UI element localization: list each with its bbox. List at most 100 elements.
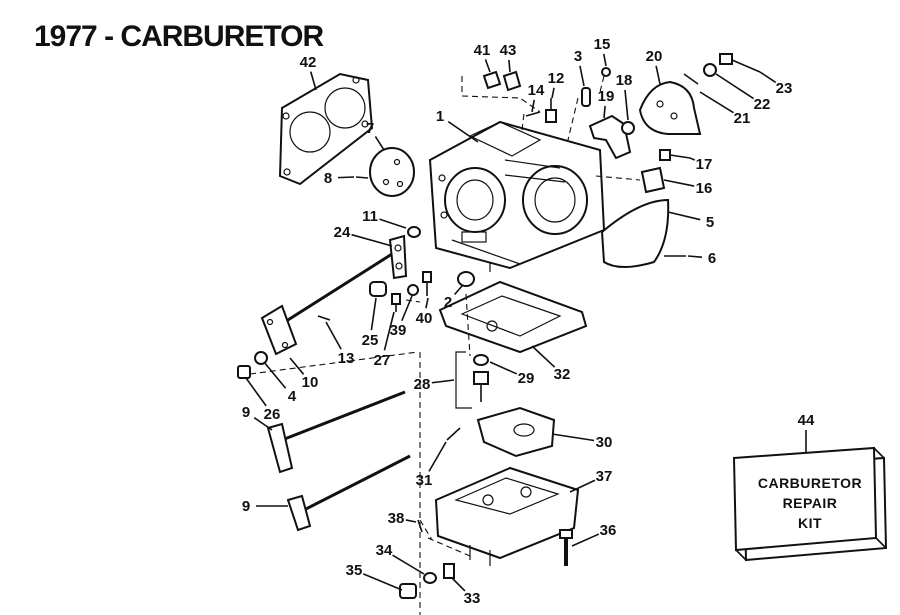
leader-line-33 [451, 577, 466, 592]
gasket-top-part [278, 72, 374, 186]
leader-line-25 [370, 297, 377, 331]
callout-14: 14 [528, 82, 545, 99]
nut-43 [502, 70, 522, 92]
callout-2: 2 [444, 294, 452, 311]
washer-34 [423, 572, 437, 584]
callout-40: 40 [416, 310, 433, 327]
leader-line-13 [325, 321, 342, 350]
leader-line-18 [624, 89, 629, 121]
callout-36: 36 [600, 522, 617, 539]
leader-line-39 [401, 295, 413, 322]
callout-23: 23 [776, 80, 793, 97]
leader-line-8 [337, 176, 355, 179]
screw-27 [391, 293, 401, 312]
float-bowl-37 [434, 466, 580, 566]
bracket-28 [455, 351, 472, 409]
bowl-gasket-32 [438, 280, 588, 354]
leader-line-40 [425, 297, 429, 309]
leader-line-4 [263, 361, 287, 389]
callout-18: 18 [616, 72, 633, 89]
callout-27: 27 [374, 352, 391, 369]
callout-35: 35 [346, 562, 363, 579]
callout-26: 26 [264, 406, 281, 423]
leader-line-27 [383, 311, 395, 351]
leader-line-41 [484, 59, 491, 73]
pin-31 [446, 427, 461, 441]
repair-kit-box: CARBURETOR REPAIR KIT [732, 446, 888, 562]
leader-line-24 [351, 233, 393, 247]
leader-line-31 [428, 441, 447, 472]
bracket-24 [388, 234, 408, 280]
washer-4 [254, 351, 268, 365]
screw-12 [545, 98, 557, 123]
callout-19: 19 [598, 88, 615, 105]
carburetor-body [428, 120, 606, 272]
callout-10: 10 [302, 374, 319, 391]
bushing-25 [369, 281, 387, 297]
screw-8 [355, 176, 369, 179]
leader-line-5 [667, 211, 701, 221]
link-21 [683, 73, 699, 85]
leader-line-20 [655, 65, 661, 85]
lever-19 [588, 114, 632, 160]
callout-16: 16 [696, 180, 713, 197]
leader-line-35 [362, 573, 403, 591]
callout-21: 21 [734, 110, 751, 127]
callout-9: 9 [242, 498, 250, 515]
leader-line-36 [571, 533, 600, 547]
throttle-shaft-10 [260, 252, 393, 356]
callout-43: 43 [500, 42, 517, 59]
callout-3: 3 [574, 48, 582, 65]
leader-line-38 [405, 519, 417, 523]
leader-line-30 [551, 433, 595, 442]
spring-3 [581, 87, 591, 107]
callout-17: 17 [696, 156, 713, 173]
callout-37: 37 [596, 468, 613, 485]
callout-30: 30 [596, 434, 613, 451]
callout-4: 4 [288, 388, 297, 405]
callout-29: 29 [518, 370, 535, 387]
leader-line-9 [253, 417, 273, 431]
callout-38: 38 [388, 510, 405, 527]
callout-44: 44 [798, 412, 815, 429]
choke-shaft-9-lower [286, 454, 411, 532]
kit-label-line-1: CARBURETOR [758, 475, 862, 491]
o-ring-29 [473, 354, 489, 366]
callout-1: 1 [436, 108, 444, 125]
assembly-lines [249, 75, 641, 615]
leader-line-32 [531, 345, 556, 368]
leader-line-1 [447, 120, 479, 143]
leader-line-22 [715, 73, 755, 100]
needle-valve-28 [473, 371, 489, 402]
callout-8: 8 [324, 170, 332, 187]
page-title: 1977 - CARBURETOR [34, 20, 324, 53]
jet-33 [443, 563, 455, 579]
callout-34: 34 [376, 542, 393, 559]
cam-plate-20 [638, 80, 702, 135]
leader-line-3 [579, 65, 585, 87]
leader-line-28 [431, 379, 455, 384]
kit-label-line-3: KIT [798, 515, 822, 531]
washer-22 [703, 63, 717, 77]
callout-12: 12 [548, 70, 565, 87]
callout-41: 41 [474, 42, 491, 59]
leader-line-10 [289, 357, 305, 375]
leader-line-11 [379, 218, 407, 229]
leader-line-34 [392, 554, 425, 575]
leader-line-19 [603, 105, 606, 119]
leader-line-17 [689, 157, 696, 161]
leader-line-21 [699, 91, 734, 114]
clamp-16 [640, 166, 666, 194]
callout-39: 39 [390, 322, 407, 339]
callout-5: 5 [706, 214, 714, 231]
callout-31: 31 [416, 472, 433, 489]
callout-42: 42 [300, 54, 317, 71]
washer-39 [407, 284, 419, 296]
callout-25: 25 [362, 332, 379, 349]
callout-9: 9 [242, 404, 250, 421]
plug-35 [399, 583, 417, 599]
callout-6: 6 [708, 250, 716, 267]
leader-line-43 [508, 59, 511, 73]
